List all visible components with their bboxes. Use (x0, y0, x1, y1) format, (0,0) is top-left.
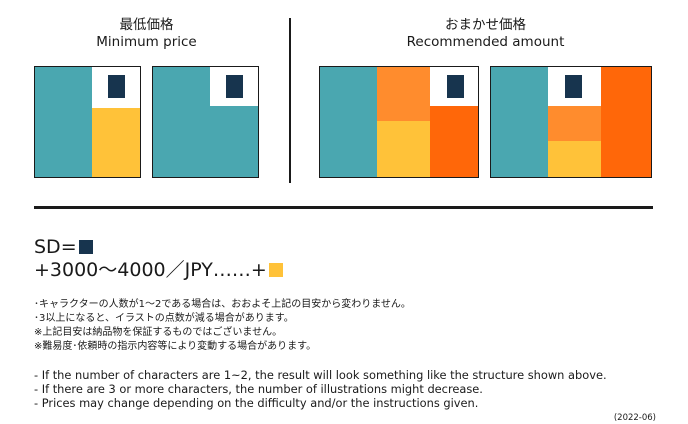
sd-icon (447, 75, 464, 98)
dark-orange-block (430, 106, 478, 177)
yellow-square-icon (268, 263, 283, 277)
yellow-block (377, 121, 430, 177)
orange-block (548, 106, 601, 141)
note-en-1: - If the number of characters are 1~2, t… (34, 368, 607, 382)
minimum-price-heading: 最低価格 Minimum price (34, 17, 259, 51)
note-jp-2: ･3以上になると、イラストの点数が減る場合があります。 (34, 313, 294, 324)
dark-orange-block (601, 67, 651, 177)
orange-block (377, 67, 430, 121)
sd-legend: SD= (34, 236, 93, 258)
price-legend-text: +3000〜4000／JPY……+ (34, 259, 267, 281)
navy-square-icon (78, 240, 93, 254)
note-jp-3: ※上記目安は納品物を保証するものではございません。 (34, 327, 283, 338)
recommended-amount-jp: おまかせ価格 (445, 17, 526, 33)
teal-block (320, 67, 377, 177)
sd-icon (226, 75, 243, 98)
date-label: (2022-06) (613, 413, 656, 423)
teal-block (35, 67, 92, 177)
price-legend: +3000〜4000／JPY……+ (34, 259, 283, 281)
sd-legend-label: SD= (34, 236, 77, 258)
minimum-price-jp: 最低価格 (119, 17, 174, 33)
vertical-divider (289, 18, 291, 183)
minimum-layout-2 (152, 66, 259, 178)
minimum-layout-1 (34, 66, 141, 178)
sd-icon (565, 75, 582, 98)
minimum-price-en: Minimum price (96, 34, 197, 50)
recommended-amount-en: Recommended amount (406, 34, 565, 50)
yellow-block (548, 141, 601, 177)
recommended-layout-1 (319, 66, 479, 178)
sd-icon (108, 75, 125, 98)
note-jp-4: ※難易度･依頼時の指示内容等により変動する場合があります。 (34, 341, 317, 352)
horizontal-divider (34, 206, 653, 209)
recommended-layout-2 (490, 66, 652, 178)
teal-block (491, 67, 548, 177)
note-en-3: - Prices may change depending on the dif… (34, 396, 479, 410)
note-en-2: - If there are 3 or more characters, the… (34, 382, 483, 396)
note-jp-1: ･キャラクターの人数が1〜2である場合は、おおよそ上記の目安から変わりません。 (34, 299, 411, 310)
recommended-amount-heading: おまかせ価格 Recommended amount (319, 17, 652, 51)
yellow-block (92, 108, 140, 177)
